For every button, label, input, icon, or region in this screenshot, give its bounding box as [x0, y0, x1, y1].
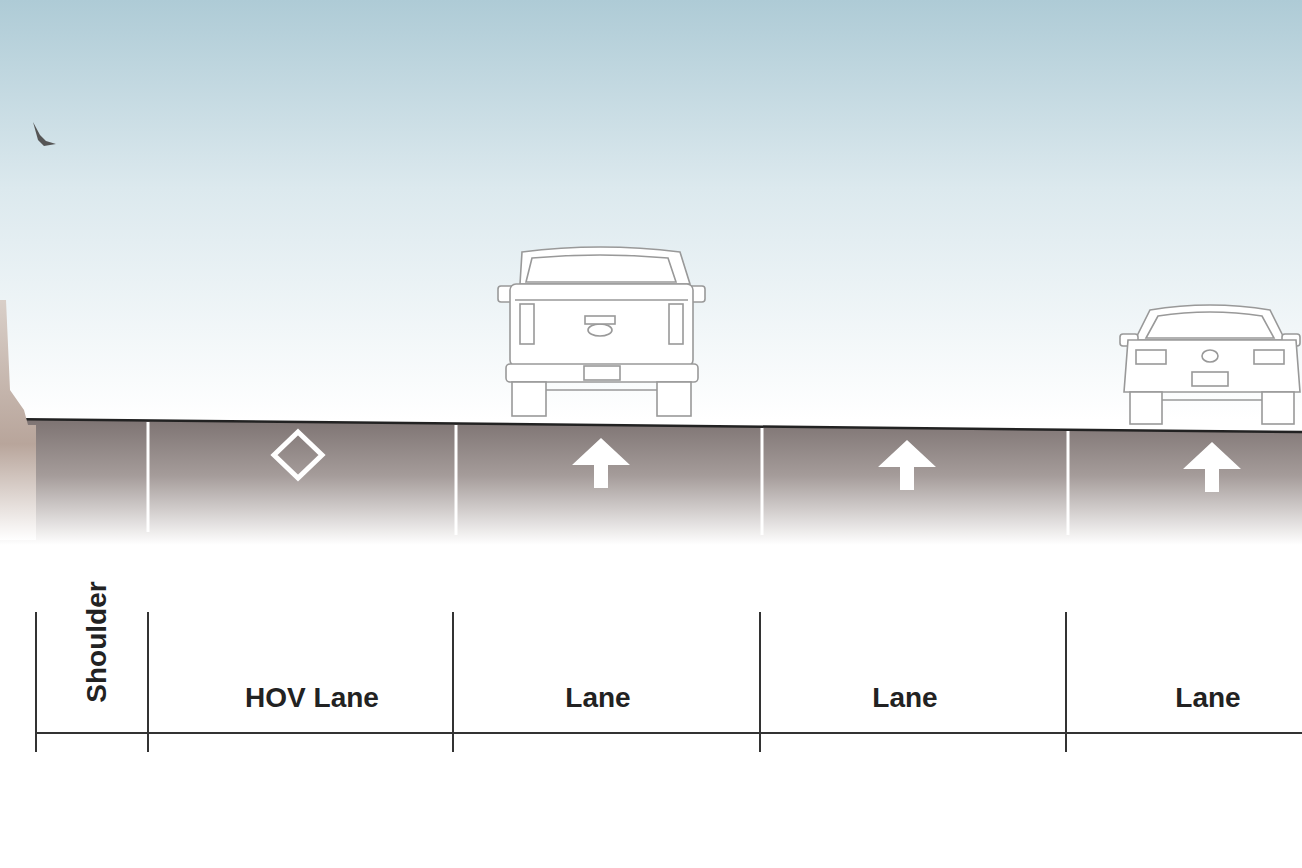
lane-dividers	[148, 422, 1068, 535]
lane-label: Lane	[565, 684, 630, 712]
barrier	[0, 300, 36, 540]
hov-diamond	[274, 432, 322, 478]
car	[1120, 305, 1300, 424]
road-surface	[0, 419, 1302, 545]
pickup-truck	[498, 247, 705, 416]
lane-label: HOV Lane	[245, 684, 379, 712]
shoulder-label: Shoulder	[83, 581, 111, 702]
lane-arrows	[572, 438, 1241, 492]
sky	[0, 0, 1302, 420]
bird	[33, 122, 56, 146]
lane-label: Lane	[872, 684, 937, 712]
dimension-lines	[36, 612, 1302, 752]
lane-label: Lane	[1175, 684, 1240, 712]
road-edge	[0, 419, 1302, 432]
